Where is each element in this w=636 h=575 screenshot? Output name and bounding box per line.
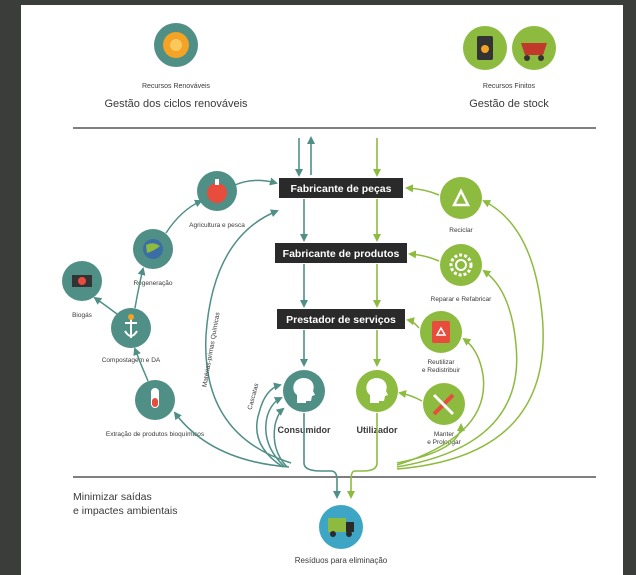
teal-arrow-raw-materials-loop: [205, 209, 292, 464]
extraction-label: Extração de produtos bioquímicos: [106, 431, 205, 438]
reuse-icon: [420, 311, 462, 353]
service-provider-box: Prestador de serviços: [277, 309, 405, 329]
parts-maker-box: Fabricante de peças: [279, 178, 403, 198]
teal-arrow-cascade-1: [255, 382, 284, 468]
composting-icon: [111, 308, 151, 348]
renewable-title: Gestão dos ciclos renováveis: [104, 98, 248, 110]
green-arrow-reuse-to-services: [406, 317, 420, 329]
renewable-resources-label: Recursos Renováveis: [142, 83, 211, 90]
user-icon: [356, 370, 398, 412]
renewable-resources-icon: [154, 23, 198, 67]
diagram-panel: Recursos Renováveis Gestão dos ciclos re…: [21, 5, 623, 575]
composting-label: Compostagem e DA: [102, 357, 161, 364]
green-arrow-outer-repair-loop: [396, 269, 518, 468]
garbage-truck-icon: [319, 505, 363, 549]
finite-resources-label: Recursos Finitos: [483, 83, 536, 90]
green-arrow-to-waste: [347, 413, 378, 499]
mine-cart-icon: [512, 26, 556, 70]
green-arrow-repair-to-products: [408, 250, 440, 262]
cascades-label: Cascatas: [247, 382, 261, 411]
teal-arrow-cascade-2: [265, 397, 286, 468]
biogas-icon: [62, 261, 102, 301]
teal-arrow-extraction-to-composting: [133, 347, 149, 382]
teal-arrow-composting-to-regeneration: [134, 267, 146, 309]
green-arrow-outer-reuse-loop: [396, 337, 485, 466]
waste-label: Resíduos para eliminação: [295, 556, 388, 565]
reuse-label-line2: e Redistribuir: [422, 367, 461, 374]
minimize-label-line1: Minimizar saídas: [73, 491, 152, 503]
repair-label: Reparar e Refabricar: [431, 296, 493, 303]
gear-icon: [440, 244, 482, 286]
raw-materials-label: Matérias-primas Químicas: [201, 311, 221, 388]
biogas-label: Biogás: [72, 312, 93, 319]
regeneration-icon: [133, 229, 173, 269]
service-provider-label: Prestador de serviços: [286, 314, 396, 326]
parts-maker-label: Fabricante de peças: [291, 183, 392, 195]
product-maker-label: Fabricante de produtos: [283, 248, 400, 260]
product-maker-box: Fabricante de produtos: [275, 243, 407, 263]
green-arrow-outer-maintain-loop: [396, 423, 465, 464]
extraction-icon: [135, 380, 175, 420]
agriculture-label: Agricultura e pesca: [189, 222, 245, 229]
recycle-icon: [440, 177, 482, 219]
maintain-label-line2: e Prolongar: [427, 439, 461, 446]
minimize-label-line2: e impactes ambientais: [73, 505, 177, 517]
oil-barrel-icon: [463, 26, 507, 70]
consumer-icon: [283, 370, 325, 412]
teal-arrow-composting-to-biogas: [93, 296, 118, 315]
teal-arrow-agriculture-to-parts: [234, 177, 278, 186]
teal-arrow-cascade-3: [273, 407, 288, 468]
finite-title: Gestão de stock: [469, 98, 549, 110]
circular-economy-diagram: Recursos Renováveis Gestão dos ciclos re…: [62, 23, 596, 565]
recycle-label: Reciclar: [449, 227, 473, 234]
agriculture-icon: [197, 171, 237, 211]
teal-arrow-to-waste: [303, 413, 341, 499]
green-arrow-outer-recycle-loop: [396, 200, 544, 470]
reuse-label-line1: Reutilizar: [427, 359, 455, 366]
green-arrow-maintain-to-user: [398, 390, 423, 402]
tools-icon: [423, 383, 465, 425]
green-arrow-recycle-to-parts: [405, 184, 440, 196]
regeneration-label: Regeneração: [133, 280, 172, 287]
teal-arrow-regeneration-to-agriculture: [165, 199, 203, 234]
teal-arrow-extraction-loop: [173, 411, 290, 468]
maintain-label-line1: Manter: [434, 431, 455, 438]
